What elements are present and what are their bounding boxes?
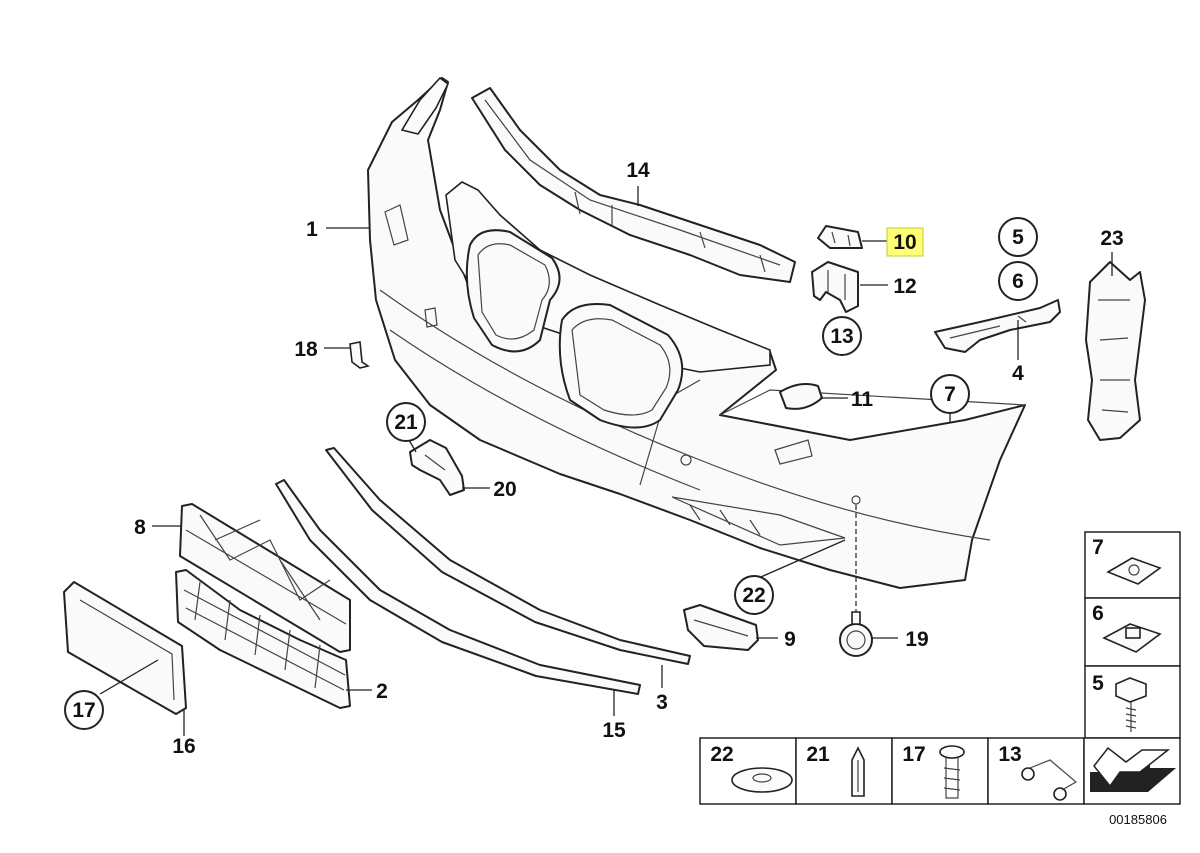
lower-trim-strip-part-3[interactable] bbox=[325, 447, 691, 665]
callout-number: 18 bbox=[294, 338, 318, 361]
callout-15[interactable]: 15 bbox=[602, 719, 626, 742]
callout-number: 9 bbox=[784, 628, 796, 651]
tow-hook-cover-part[interactable] bbox=[779, 383, 823, 410]
hardware-label-5: 5 bbox=[1092, 672, 1104, 695]
bracket-part-18[interactable] bbox=[349, 341, 370, 369]
callout-number: 23 bbox=[1100, 227, 1123, 250]
callout-10[interactable]: 10 bbox=[886, 227, 924, 257]
callout-number: 10 bbox=[893, 231, 916, 254]
callout-number: 13 bbox=[830, 325, 853, 348]
lower-grille-part-2[interactable] bbox=[175, 569, 351, 709]
callout-circle bbox=[998, 217, 1038, 257]
hardware-label-7: 7 bbox=[1092, 536, 1104, 559]
hardware-panel bbox=[699, 531, 1181, 805]
fog-light-cover-part[interactable] bbox=[683, 604, 759, 651]
hardware-cell-5[interactable] bbox=[1084, 665, 1181, 739]
bracket-part-12[interactable] bbox=[811, 261, 859, 313]
callout-circle bbox=[822, 316, 862, 356]
lower-spoiler-strip-part-15[interactable] bbox=[275, 479, 641, 695]
callout-3[interactable]: 3 bbox=[656, 691, 668, 714]
callout-14[interactable]: 14 bbox=[626, 159, 650, 182]
hardware-cell-21[interactable] bbox=[795, 737, 893, 805]
callout-number: 17 bbox=[72, 699, 95, 722]
callout-number: 11 bbox=[851, 388, 874, 411]
hardware-cell-13[interactable] bbox=[987, 737, 1085, 805]
callout-11[interactable]: 11 bbox=[851, 388, 874, 411]
callout-18[interactable]: 18 bbox=[294, 338, 318, 361]
callout-2[interactable]: 2 bbox=[376, 680, 388, 703]
callout-20[interactable]: 20 bbox=[493, 478, 516, 501]
callout-number: 12 bbox=[893, 275, 916, 298]
callout-circle bbox=[734, 575, 774, 615]
hardware-labels: 7 6 5 22 21 17 13 bbox=[710, 536, 1104, 766]
callout-22[interactable]: 22 bbox=[734, 575, 774, 615]
callout-19[interactable]: 19 bbox=[905, 628, 928, 651]
callout-number: 20 bbox=[493, 478, 516, 501]
spreading-screw-icon bbox=[939, 745, 965, 799]
hardware-label-13: 13 bbox=[998, 743, 1021, 766]
callout-number: 4 bbox=[1012, 362, 1024, 385]
leader-lines bbox=[99, 186, 1113, 736]
grille-carrier-part-8[interactable] bbox=[179, 503, 351, 653]
callout-13[interactable]: 13 bbox=[822, 316, 862, 356]
hardware-label-22: 22 bbox=[710, 743, 733, 766]
spring-nut-icon bbox=[1106, 557, 1162, 585]
callout-21[interactable]: 21 bbox=[386, 402, 426, 442]
callout-circle bbox=[386, 402, 426, 442]
expanding-rivet-icon bbox=[851, 746, 865, 797]
hex-screw-icon bbox=[1115, 677, 1147, 732]
spring-clip-icon bbox=[1021, 759, 1078, 801]
callout-5[interactable]: 5 bbox=[998, 217, 1038, 257]
callout-number: 8 bbox=[134, 516, 146, 539]
callout-number: 19 bbox=[905, 628, 928, 651]
callout-7[interactable]: 7 bbox=[930, 374, 970, 414]
callout-number: 6 bbox=[1012, 270, 1024, 293]
clip-nut-icon bbox=[1102, 623, 1162, 653]
callout-8[interactable]: 8 bbox=[134, 516, 146, 539]
callout-number: 21 bbox=[394, 411, 418, 434]
callout-23[interactable]: 23 bbox=[1100, 227, 1123, 250]
callout-16[interactable]: 16 bbox=[172, 735, 195, 758]
callout-circle bbox=[930, 374, 970, 414]
callout-number: 15 bbox=[602, 719, 626, 742]
wheel-arch-cover-part[interactable] bbox=[1085, 261, 1146, 441]
callout-number: 7 bbox=[944, 383, 956, 406]
callout-number: 2 bbox=[376, 680, 388, 703]
holder-part-10[interactable] bbox=[817, 225, 863, 249]
callout-4[interactable]: 4 bbox=[1012, 362, 1024, 385]
hardware-label-17: 17 bbox=[902, 743, 925, 766]
diagram-number: 00185806 bbox=[1109, 812, 1167, 827]
bracket-part-20[interactable] bbox=[409, 439, 465, 496]
callout-17[interactable]: 17 bbox=[64, 690, 104, 730]
kidney-grille-openings bbox=[445, 181, 771, 429]
arrow-symbol-icon bbox=[1090, 746, 1176, 792]
callout-circle bbox=[998, 261, 1038, 301]
callout-highlight bbox=[886, 227, 924, 257]
callout-1[interactable]: 1 bbox=[306, 218, 318, 241]
callout-circle bbox=[64, 690, 104, 730]
washer-icon bbox=[731, 767, 793, 793]
parking-sensor-part[interactable] bbox=[839, 611, 873, 657]
callout-number: 1 bbox=[306, 218, 318, 241]
callout-number: 14 bbox=[626, 159, 650, 182]
callout-9[interactable]: 9 bbox=[784, 628, 796, 651]
callout-number: 22 bbox=[742, 584, 765, 607]
upper-side-bracket-part bbox=[400, 76, 450, 135]
callout-6[interactable]: 6 bbox=[998, 261, 1038, 301]
side-bracket-part-4[interactable] bbox=[934, 299, 1061, 353]
upper-carrier-strip-part[interactable] bbox=[471, 87, 796, 283]
hardware-label-6: 6 bbox=[1092, 602, 1104, 625]
callout-number: 5 bbox=[1012, 226, 1024, 249]
license-plate-base-part[interactable] bbox=[63, 581, 187, 715]
callout-number: 3 bbox=[656, 691, 668, 714]
hardware-label-21: 21 bbox=[806, 743, 830, 766]
callout-number: 16 bbox=[172, 735, 195, 758]
callout-12[interactable]: 12 bbox=[893, 275, 916, 298]
